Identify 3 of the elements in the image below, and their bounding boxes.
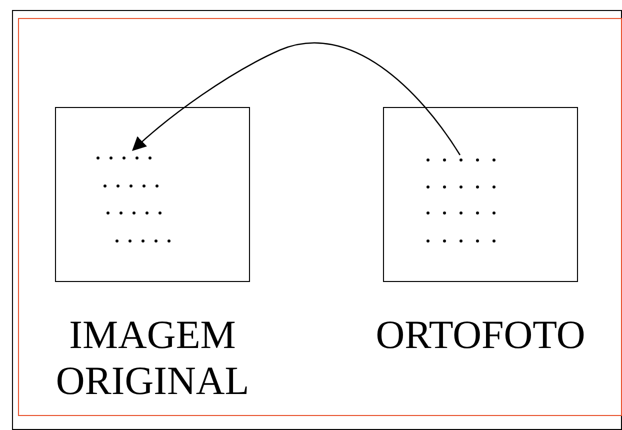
arrow (132, 42, 461, 156)
node-label: ORTOFOTO (374, 312, 586, 358)
node-label: IMAGEM ORIGINAL (54, 312, 250, 404)
